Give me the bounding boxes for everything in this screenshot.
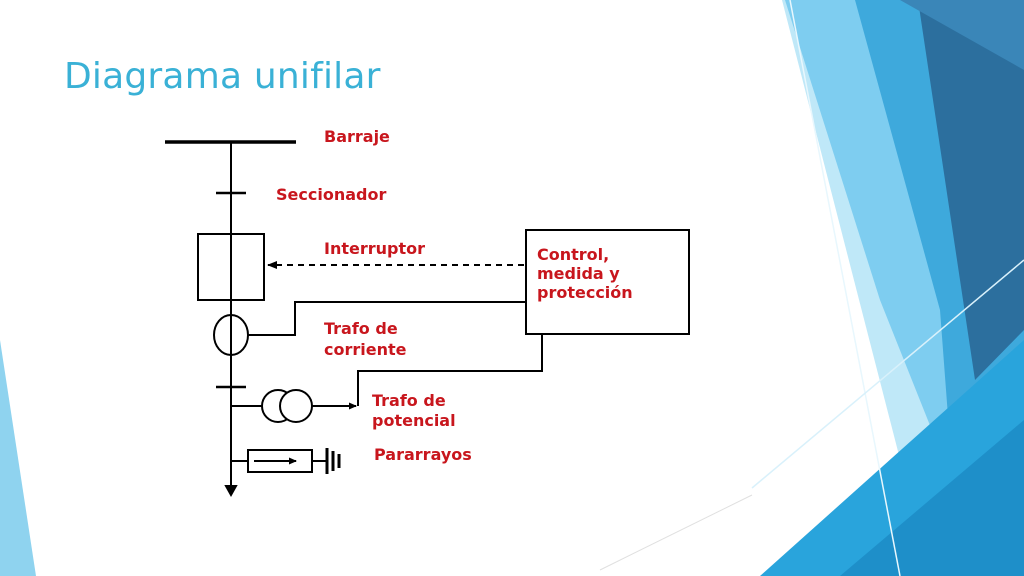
- label-busbar: Barraje: [324, 127, 390, 146]
- label-breaker: Interruptor: [324, 239, 425, 258]
- deco-bottom-dark-panel: [840, 420, 1024, 576]
- label-control-line3: protección: [537, 283, 633, 302]
- left-edge-shape: [0, 340, 36, 576]
- ct-signal-line: [248, 301, 528, 336]
- vt-signal-line: [357, 334, 543, 406]
- label-ct-line2: corriente: [324, 340, 407, 359]
- vt-coil-2: [279, 389, 313, 423]
- label-surge-arrester: Pararrayos: [374, 445, 472, 464]
- deco-line-1: [789, 0, 901, 576]
- feeder-end-arrow: [224, 485, 238, 498]
- control-box: [525, 229, 690, 335]
- label-control-line2: medida y: [537, 264, 620, 283]
- label-disconnector: Seccionador: [276, 185, 386, 204]
- deco-dark-panel: [918, 0, 1024, 380]
- label-ct-line1: Trafo de: [324, 319, 398, 338]
- label-vt-line2: potencial: [372, 411, 456, 430]
- deco-line-3: [599, 494, 753, 571]
- label-control-line1: Control,: [537, 245, 609, 264]
- deco-top-corner: [900, 0, 1024, 70]
- label-vt-line1: Trafo de: [372, 391, 446, 410]
- slide-title: Diagrama unifilar: [64, 56, 381, 97]
- deco-line-2: [751, 259, 1024, 489]
